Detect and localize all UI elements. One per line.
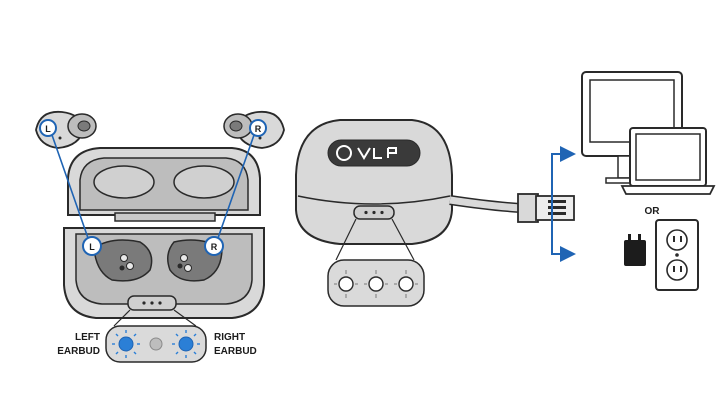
- right-earbud-label-line2: EARBUD: [214, 346, 257, 357]
- wall-outlet-icon: [655, 219, 699, 291]
- led-callout-charging: [327, 259, 425, 307]
- left-marker-text: L: [45, 124, 51, 134]
- right-led-light: [178, 336, 194, 352]
- closed-case-illustration: [295, 119, 453, 245]
- left-marker-circle: [39, 119, 57, 137]
- right-marker-text: R: [255, 124, 262, 134]
- wall-adapter-icon: [624, 234, 646, 266]
- right-connector-line: [217, 134, 255, 239]
- charging-led-3: [398, 276, 414, 292]
- left-case-marker-circle: [82, 236, 102, 256]
- led-callout-earbuds: [105, 325, 207, 363]
- charging-led-1: [338, 276, 354, 292]
- right-case-marker-circle: [204, 236, 224, 256]
- charging-led-2: [368, 276, 384, 292]
- power-source-arrows: [551, 146, 576, 262]
- zoom-line-mid-left: [335, 218, 357, 261]
- open-case-illustration: [63, 147, 265, 319]
- usb-cable-illustration: [449, 193, 575, 223]
- left-earbud-label-line1: LEFT: [75, 332, 100, 343]
- laptop-icon: [620, 127, 716, 195]
- left-connector-line: [51, 134, 89, 239]
- left-earbud-label-line2: EARBUD: [57, 346, 100, 357]
- left-earbud-illustration: [35, 110, 97, 149]
- left-case-marker-text: L: [89, 242, 95, 252]
- right-case-marker-text: R: [211, 242, 218, 252]
- zoom-line-left: [113, 309, 131, 327]
- zoom-line-mid-right: [391, 218, 415, 261]
- zoom-line-right: [173, 309, 197, 327]
- right-marker-circle: [249, 119, 267, 137]
- right-earbud-label-line1: RIGHT: [214, 332, 245, 343]
- middle-led-light: [149, 337, 163, 351]
- or-label: OR: [645, 206, 661, 217]
- left-led-light: [118, 336, 134, 352]
